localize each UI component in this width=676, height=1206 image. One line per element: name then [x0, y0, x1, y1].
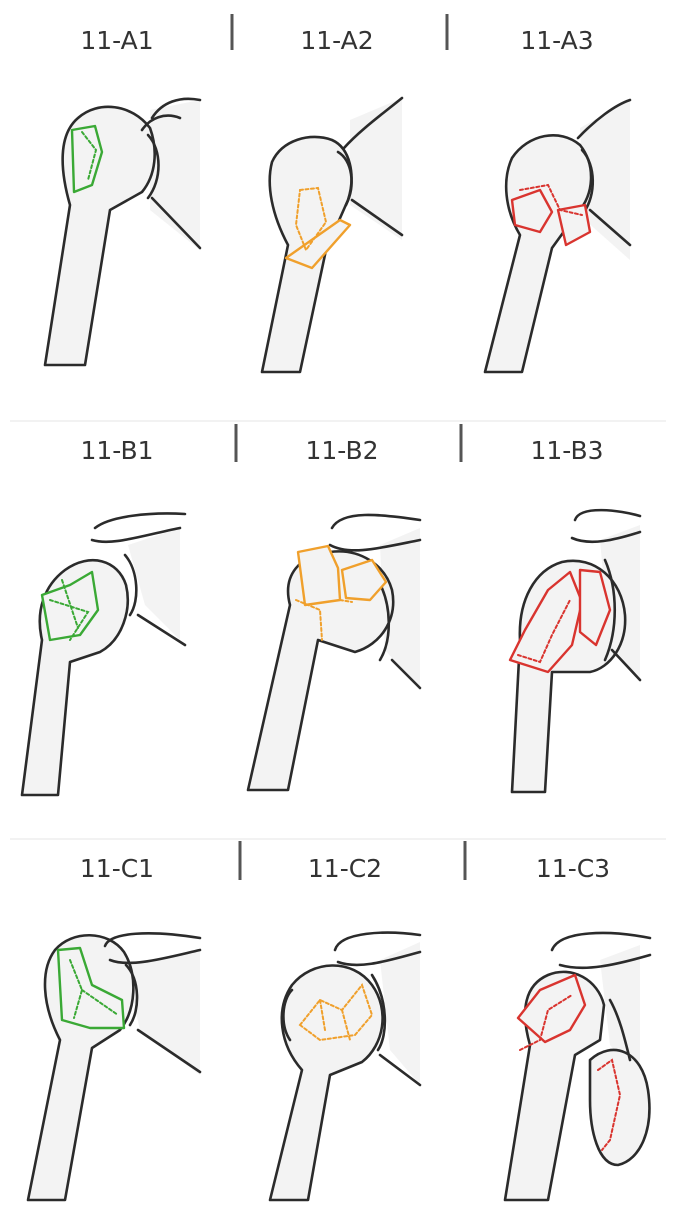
panel-label-b2: 11-B2 [306, 436, 379, 465]
panel-label-c1: 11-C1 [80, 854, 154, 883]
panel-a2-illustration [262, 98, 402, 372]
panel-a3-illustration [485, 100, 630, 372]
panel-c2-illustration [270, 933, 420, 1200]
panel-label-c2: 11-C2 [308, 854, 382, 883]
panel-label-a1: 11-A1 [80, 26, 153, 55]
panel-c1-illustration [28, 933, 200, 1200]
panel-b1-illustration [22, 514, 185, 795]
panel-label-a3: 11-A3 [520, 26, 593, 55]
panel-b3-illustration [510, 510, 640, 792]
panel-label-c3: 11-C3 [536, 854, 610, 883]
panel-a1-illustration [45, 99, 200, 365]
panel-c3-illustration [505, 933, 650, 1200]
panel-label-a2: 11-A2 [300, 26, 373, 55]
panel-label-b3: 11-B3 [531, 436, 604, 465]
panel-b2-illustration [248, 515, 420, 790]
panel-label-b1: 11-B1 [81, 436, 154, 465]
